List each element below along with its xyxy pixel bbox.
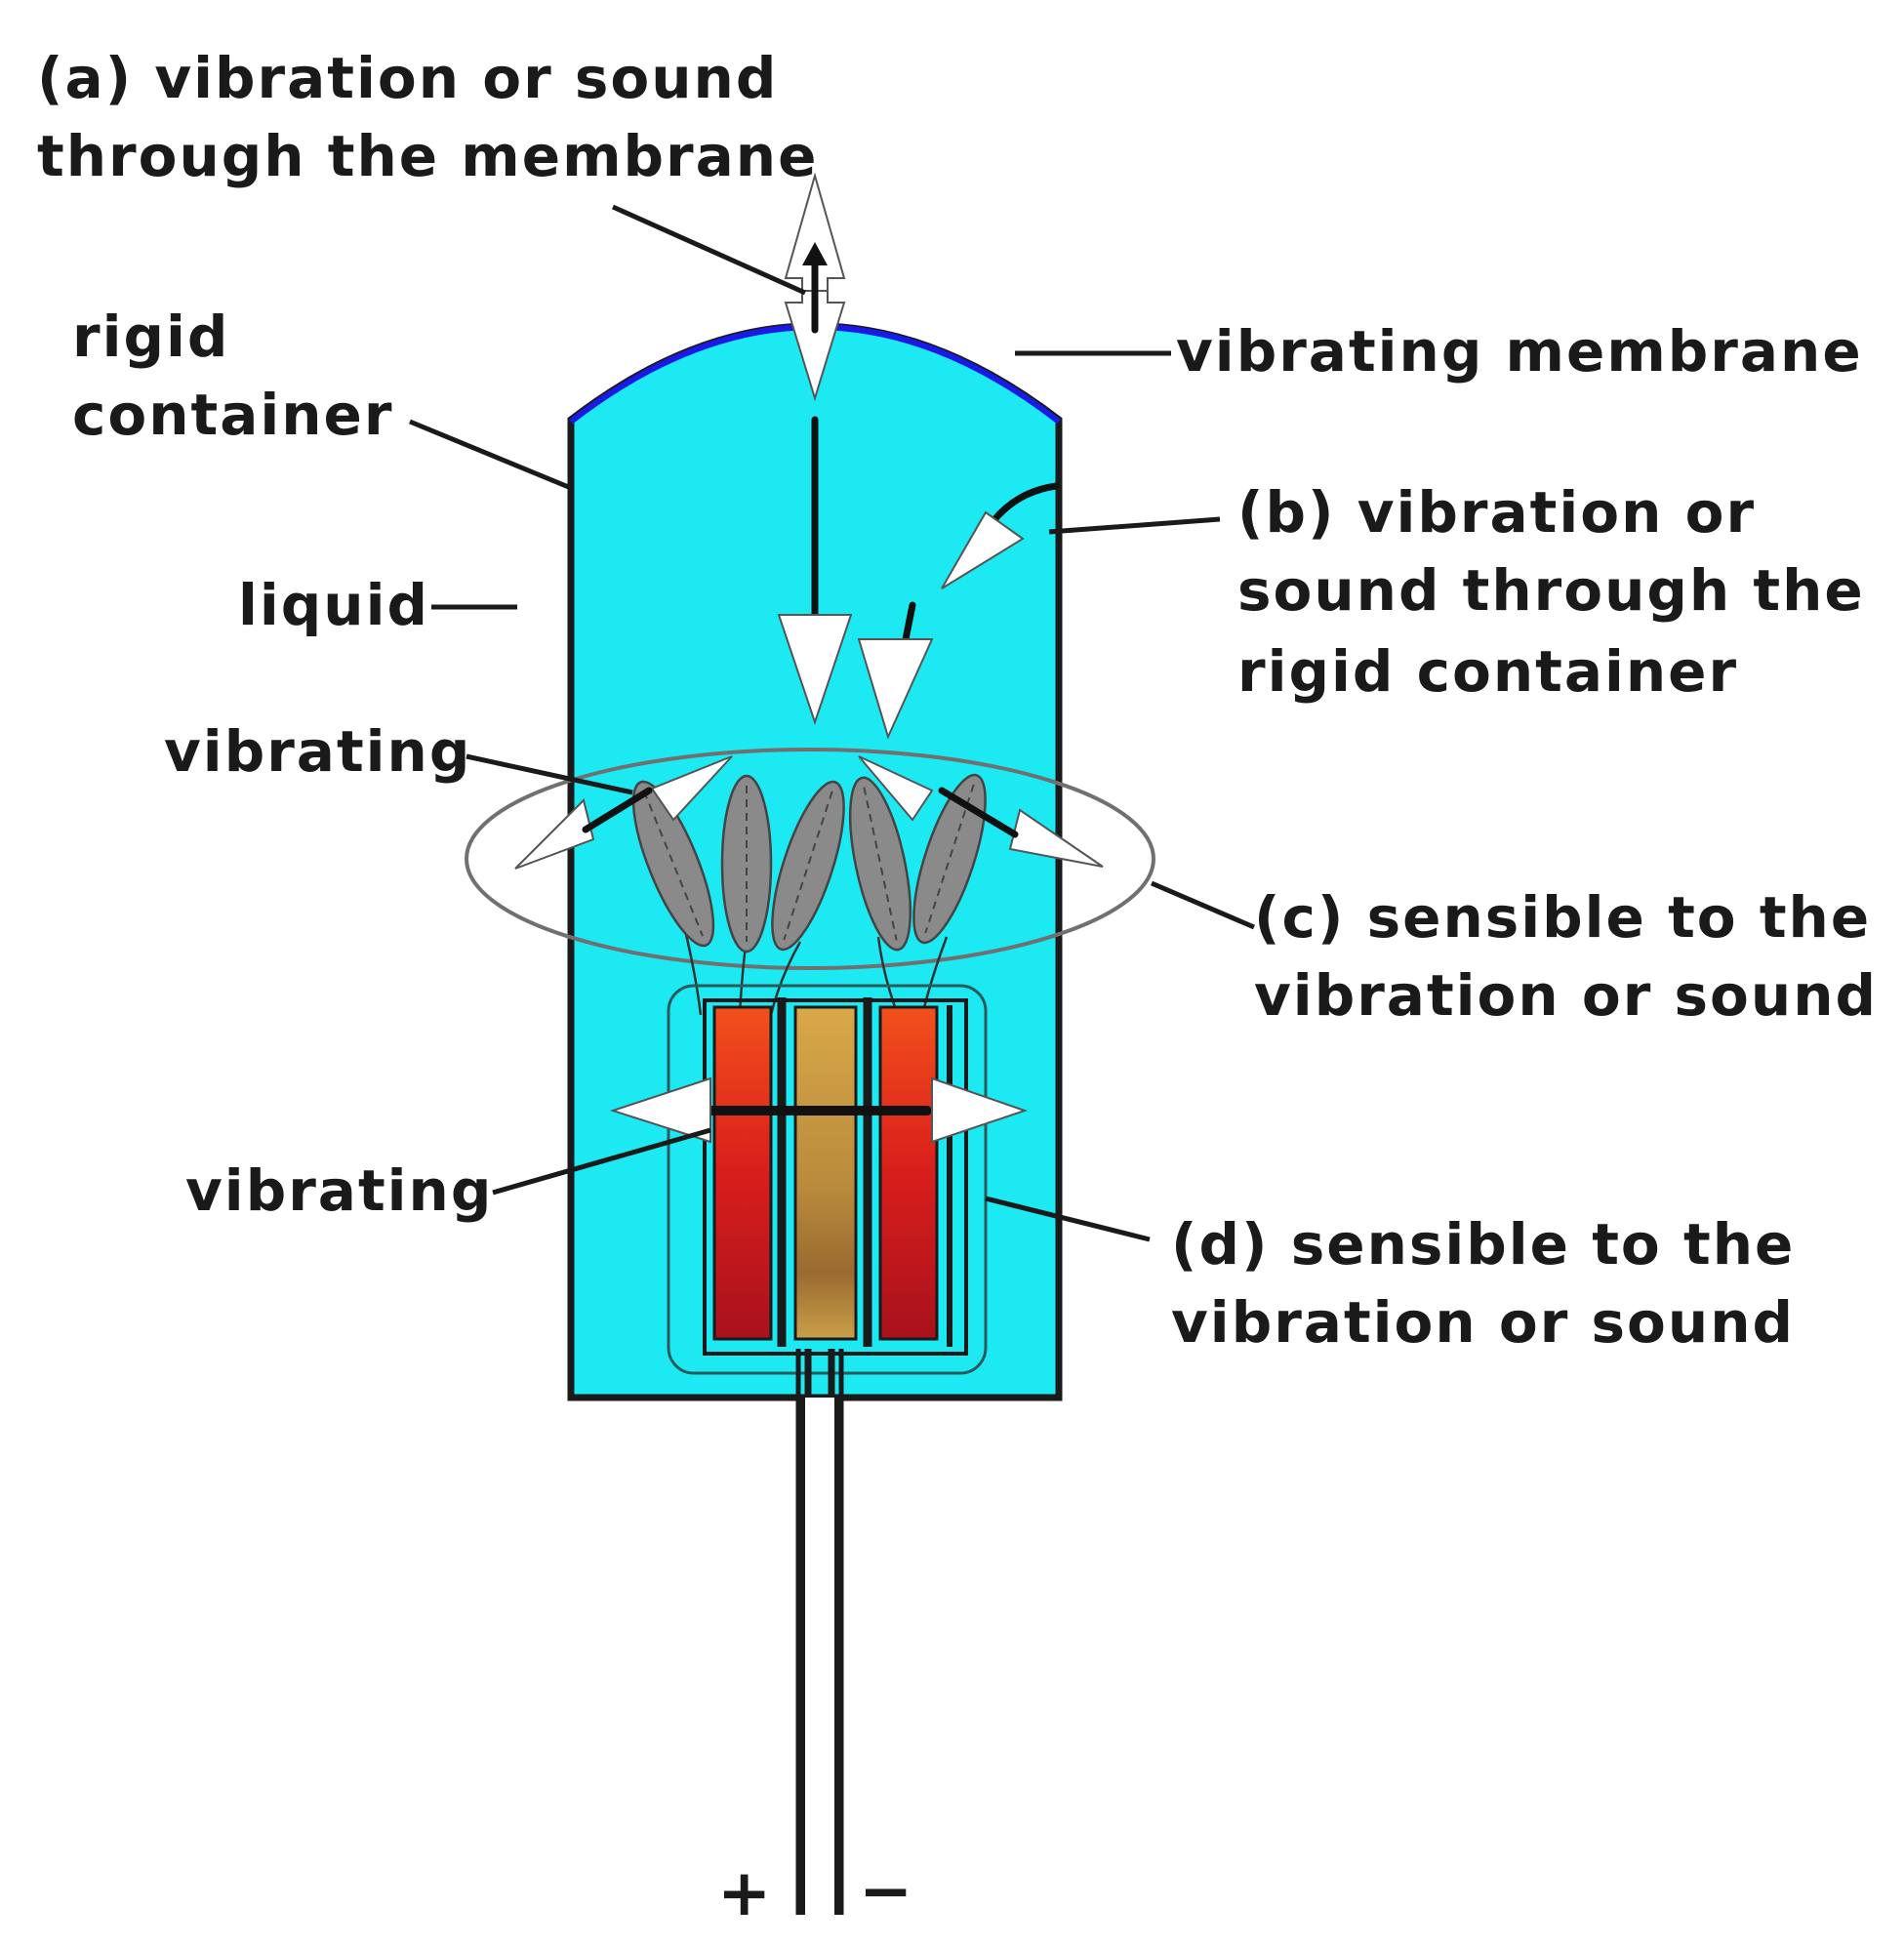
piezo-plate-right <box>878 1005 939 1341</box>
cilium-4 <box>848 776 912 952</box>
leader-lines <box>409 204 1255 1242</box>
arrow-a-down <box>777 416 853 726</box>
label-minus: − <box>859 1853 912 1928</box>
piezo-plate-left <box>712 1005 773 1341</box>
cilium-5 <box>912 773 987 945</box>
piezo-plate-center <box>793 1005 858 1341</box>
arrows-plates-vibrating <box>609 1076 1029 1144</box>
arrow-b-curved <box>857 482 1060 740</box>
lead-wire-gap <box>805 1398 834 1915</box>
arrow-a-double <box>784 172 846 402</box>
label-a-line1: (a) vibration or sound <box>37 45 778 111</box>
cilium-1 <box>631 780 715 948</box>
label-d-line1: (d) sensible to the <box>1171 1211 1795 1278</box>
piezo-frame <box>703 998 968 1356</box>
label-b-line2: sound through the <box>1237 557 1865 624</box>
label-c-line2: vibration or sound <box>1254 962 1878 1029</box>
cilium-2 <box>720 774 773 953</box>
hair-sensor-ellipse <box>465 748 1155 970</box>
label-b-line1: (b) vibration or <box>1237 479 1756 546</box>
label-b-line3: rigid container <box>1237 638 1738 705</box>
label-vibrating-bottom: vibrating <box>185 1157 493 1224</box>
label-a-line2: through the membrane <box>37 123 818 189</box>
cilium-3 <box>771 780 845 952</box>
label-d-line2: vibration or sound <box>1171 1289 1795 1356</box>
label-rigid-line1: rigid <box>72 304 229 370</box>
label-c-line1: (c) sensible to the <box>1254 884 1871 951</box>
label-vibrating-top: vibrating <box>164 718 471 785</box>
label-plus: + <box>717 1855 771 1930</box>
piezo-housing <box>667 984 988 1375</box>
label-rigid-line2: container <box>72 382 394 448</box>
label-membrane: vibrating membrane <box>1176 318 1863 385</box>
cilia-group <box>631 773 987 953</box>
arrows-cilia-vibrating <box>514 755 1104 870</box>
label-liquid: liquid <box>238 572 429 638</box>
